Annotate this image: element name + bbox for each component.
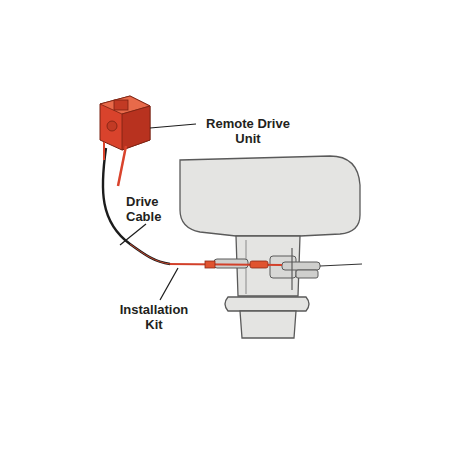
cable-sheath [130,244,170,264]
callout-label: Drive Cable [126,194,176,224]
callout-label: Installation Kit [112,302,196,332]
kit-coupler [250,261,268,268]
leader-line [160,268,178,300]
cavitation-plate [225,297,309,311]
motor-cowling [180,156,360,236]
steering-pin [291,248,292,290]
steering-arm [296,270,318,278]
callout-label: Remote Drive Unit [200,116,296,146]
kit-fitting [205,261,215,268]
remote-drive-unit [100,96,150,186]
lower-unit [240,311,296,338]
leader-line [120,224,146,245]
steering-cylinder [282,262,320,270]
leader-line [150,124,196,128]
steering-cable [320,264,362,266]
